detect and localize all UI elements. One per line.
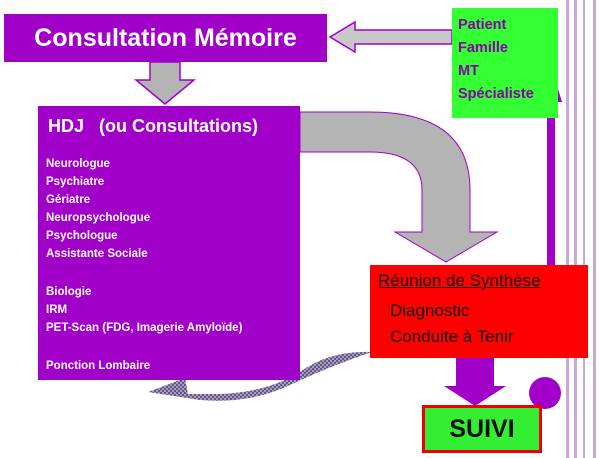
hdj-box: HDJ (ou Consultations) Neurologue Psychi… bbox=[38, 106, 300, 380]
hdj-title: HDJ (ou Consultations) bbox=[48, 116, 258, 136]
suivi-box: SUIVI bbox=[422, 405, 542, 453]
hdj-item: Assistante Sociale bbox=[46, 248, 148, 260]
reunion-title: Réunion de Synthèse bbox=[378, 271, 541, 290]
suivi-label: SUIVI bbox=[449, 414, 515, 443]
curved-arrow-hdj-to-reunion bbox=[299, 111, 499, 263]
patient-line: Patient bbox=[458, 17, 507, 33]
reunion-item: Conduite à Tenir bbox=[390, 327, 514, 346]
consultation-memoire-title: Consultation Mémoire bbox=[34, 23, 297, 52]
hdj-item: Ponction Lombaire bbox=[46, 360, 151, 372]
arrow-consultation-to-hdj bbox=[133, 61, 197, 105]
hdj-item: Psychiatre bbox=[46, 176, 105, 188]
arrow-patient-to-consultation bbox=[328, 20, 453, 54]
checkered-return-arrow bbox=[148, 351, 372, 401]
hdj-item: Neurologue bbox=[46, 158, 110, 170]
arrow-reunion-to-patient-shaft bbox=[547, 100, 555, 266]
reunion-synthese-box: Réunion de Synthèse Diagnostic Conduite … bbox=[370, 265, 588, 358]
patient-line: Famille bbox=[458, 40, 508, 56]
consultation-memoire-box: Consultation Mémoire bbox=[4, 14, 327, 62]
hdj-item: IRM bbox=[46, 304, 68, 316]
arrow-reunion-to-suivi-head bbox=[444, 386, 506, 406]
hdj-item: Neuropsychologue bbox=[46, 212, 151, 224]
hdj-item: Gériatre bbox=[46, 194, 91, 206]
arrow-reunion-to-suivi-shaft bbox=[456, 358, 494, 388]
decorative-circle bbox=[529, 377, 561, 409]
reunion-item: Diagnostic bbox=[390, 301, 470, 320]
patient-line: MT bbox=[458, 63, 479, 79]
patient-box: Patient Famille MT Spécialiste bbox=[452, 8, 558, 118]
hdj-item: Psychologue bbox=[46, 230, 118, 242]
patient-line: Spécialiste bbox=[458, 86, 534, 102]
hdj-item: PET-Scan (FDG, Imagerie Amyloïde) bbox=[46, 322, 243, 334]
hdj-item: Biologie bbox=[46, 286, 92, 298]
